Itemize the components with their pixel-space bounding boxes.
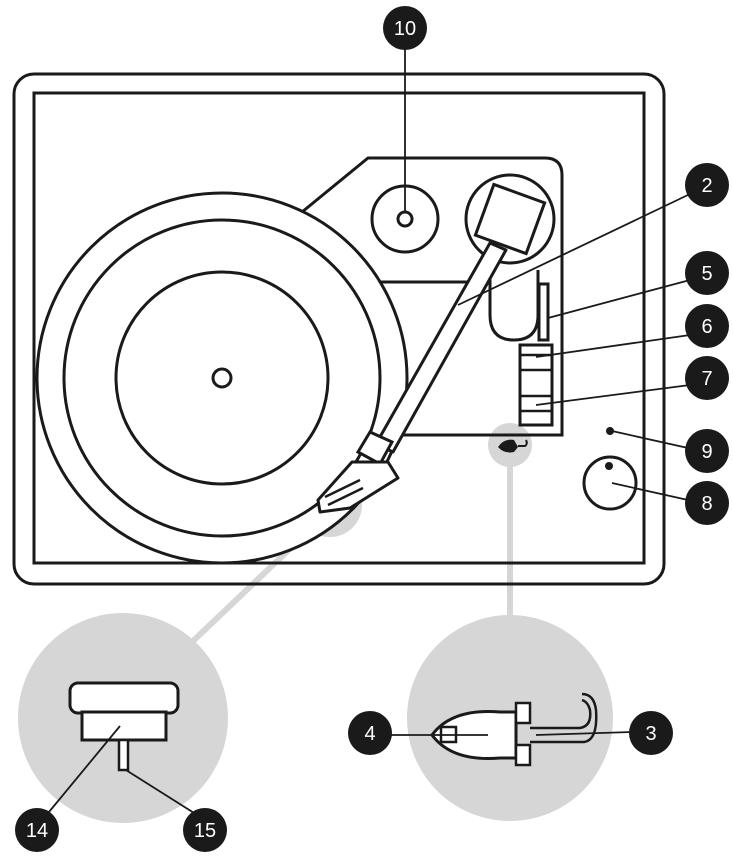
callout-3: 3 <box>629 711 673 755</box>
callout-4-label: 4 <box>364 723 375 745</box>
record-label <box>114 270 330 486</box>
callout-9: 9 <box>685 429 729 473</box>
leader-14 <box>43 725 121 819</box>
callout-8: 8 <box>685 481 729 525</box>
callout-5-label: 5 <box>701 263 712 285</box>
callout-7: 7 <box>685 356 729 400</box>
leader-3 <box>535 731 633 736</box>
case-inner <box>32 91 646 565</box>
clip-zoom-tab-bottom <box>514 743 532 767</box>
case-outer <box>12 72 666 586</box>
leader-lines <box>43 46 691 819</box>
callout-6-label: 6 <box>701 316 712 338</box>
tonearm-base-plate <box>301 156 564 437</box>
tonearm-shaft <box>374 241 508 454</box>
callout-2-label: 2 <box>701 175 712 197</box>
callout-5: 5 <box>685 251 729 295</box>
tonearm-counterweight <box>473 182 547 256</box>
arm-rest-cutout <box>488 250 540 342</box>
callout-10: 10 <box>383 6 427 50</box>
leader-9 <box>611 430 689 449</box>
leader-15 <box>125 769 203 819</box>
callout-15-label: 15 <box>194 820 216 842</box>
adapter-holder-center <box>396 210 414 228</box>
clip-zoom-hook <box>530 692 598 744</box>
callout-6: 6 <box>685 304 729 348</box>
stylus-zoom-body <box>80 710 168 742</box>
cartridge-detail-2 <box>327 486 364 507</box>
clip-icon-small <box>498 439 518 453</box>
callout-7-label: 7 <box>701 368 712 390</box>
stylus-zoom-cap <box>68 681 180 715</box>
leader-6 <box>535 334 691 358</box>
platter-ring <box>62 218 382 538</box>
volume-knob-marker <box>605 462 613 470</box>
leader-8 <box>611 482 689 501</box>
leader-5 <box>547 279 691 319</box>
cartridge-detail <box>324 478 361 499</box>
leader-7 <box>535 384 691 406</box>
volume-knob <box>582 455 638 511</box>
spindle <box>211 367 233 389</box>
callout-15: 15 <box>183 808 227 852</box>
callout-2: 2 <box>685 163 729 207</box>
indicator-light <box>606 427 614 435</box>
callout-8-label: 8 <box>701 493 712 515</box>
clip-hook-small <box>518 439 528 447</box>
callout-10-label: 10 <box>394 18 416 40</box>
callout-14: 14 <box>15 808 59 852</box>
callout-14-label: 14 <box>26 820 48 842</box>
clip-zoom-tab-top <box>514 701 532 725</box>
callout-3-label: 3 <box>645 723 656 745</box>
leader-2 <box>457 193 691 306</box>
stylus-zoom-tip <box>117 738 130 772</box>
speed-slot <box>537 282 550 342</box>
callout-4: 4 <box>348 711 392 755</box>
callout-9-label: 9 <box>701 441 712 463</box>
